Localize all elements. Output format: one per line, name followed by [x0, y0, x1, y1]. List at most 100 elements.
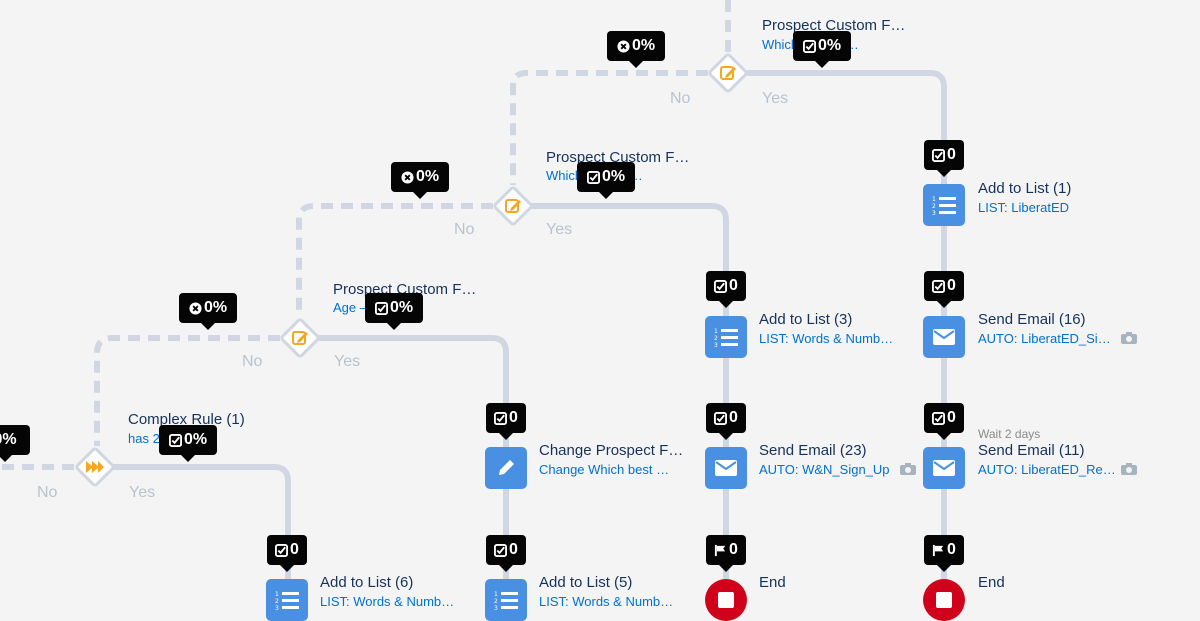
- end-stat-badge[interactable]: 0: [924, 535, 964, 572]
- email-icon: [715, 460, 737, 476]
- no-stat-badge[interactable]: 0%: [179, 293, 237, 330]
- check-box-icon: [586, 170, 600, 184]
- svg-text:1: 1: [932, 196, 936, 203]
- list-icon: 123: [494, 591, 518, 611]
- svg-text:3: 3: [714, 342, 718, 348]
- end-stat-value: 0: [947, 541, 956, 558]
- yes-branch-label: Yes: [334, 353, 361, 370]
- action-stat-value: 0: [509, 541, 518, 558]
- end-stat-value: 0: [729, 541, 738, 558]
- action-subtitle: LIST: Words & Numb…: [539, 594, 674, 609]
- action-title[interactable]: Change Prospect F…: [539, 442, 684, 459]
- change-prospect-field-action[interactable]: [485, 447, 527, 489]
- end-stat-badge[interactable]: 0: [706, 535, 746, 572]
- list-icon: 123: [714, 328, 738, 348]
- check-box-icon: [374, 301, 388, 315]
- no-stat-value: 0%: [0, 431, 17, 448]
- check-box-icon: [494, 543, 508, 557]
- rule-title[interactable]: Prospect Custom F…: [546, 149, 690, 166]
- no-stat-badge[interactable]: 0%: [607, 31, 665, 68]
- action-title[interactable]: Add to List (5): [539, 574, 633, 591]
- yes-branch-label: Yes: [762, 90, 789, 107]
- action-subtitle: AUTO: LiberatED_Si…: [978, 331, 1111, 346]
- send-email-action[interactable]: [923, 447, 965, 489]
- action-stat-value: 0: [729, 277, 738, 294]
- action-title[interactable]: Add to List (6): [320, 574, 414, 591]
- send-email-action[interactable]: [923, 316, 965, 358]
- action-stat-value: 0: [947, 146, 956, 163]
- send-email-action[interactable]: [705, 447, 747, 489]
- action-subtitle: AUTO: W&N_Sign_Up: [759, 462, 890, 477]
- action-stat-value: 0: [509, 409, 518, 426]
- action-stat-badge[interactable]: 0: [706, 403, 746, 440]
- yes-stat-badge[interactable]: 0%: [159, 425, 217, 462]
- action-stat-badge[interactable]: 0: [486, 535, 526, 572]
- action-title[interactable]: Add to List (3): [759, 311, 853, 328]
- action-subtitle: AUTO: LiberatED_Re…: [978, 462, 1116, 477]
- list-icon: 123: [932, 196, 956, 216]
- no-stat-badge[interactable]: 0%: [391, 162, 449, 199]
- svg-text:1: 1: [494, 591, 498, 598]
- action-stat-badge[interactable]: 0: [924, 271, 964, 308]
- yes-stat-value: 0%: [183, 431, 208, 448]
- yes-branch-label: Yes: [546, 221, 573, 238]
- edit-rule-icon: [720, 66, 736, 80]
- yes-stat-badge[interactable]: 0%: [577, 162, 635, 199]
- action-stat-badge[interactable]: 0: [706, 271, 746, 308]
- yes-stat-value: 0%: [817, 37, 842, 54]
- camera-icon[interactable]: [1121, 332, 1137, 344]
- action-subtitle: LIST: Words & Numb…: [759, 331, 894, 346]
- svg-text:1: 1: [714, 328, 718, 335]
- no-branch-label: No: [670, 90, 691, 107]
- action-stat-badge[interactable]: 0: [924, 140, 964, 177]
- no-branch-label: No: [37, 484, 58, 501]
- action-title[interactable]: Send Email (23): [759, 442, 867, 459]
- flag-icon: [714, 544, 726, 556]
- action-stat-badge[interactable]: 0: [924, 403, 964, 440]
- rule-subtitle: Age –: [333, 300, 367, 315]
- action-title[interactable]: Send Email (11): [978, 442, 1085, 459]
- no-branch-label: No: [454, 221, 475, 238]
- x-circle-icon: [617, 39, 630, 53]
- svg-text:3: 3: [494, 605, 498, 611]
- list-icon: 123: [275, 591, 299, 611]
- email-icon: [933, 460, 955, 476]
- action-stat-value: 0: [729, 409, 738, 426]
- complex-rule-icon: [86, 461, 104, 473]
- yes-stat-value: 0%: [389, 299, 414, 316]
- end-stop-icon[interactable]: [705, 579, 747, 621]
- end-label: End: [978, 574, 1005, 591]
- yes-stat-badge[interactable]: 0%: [365, 293, 423, 330]
- end-stop-icon[interactable]: [923, 579, 965, 621]
- action-stat-badge[interactable]: 0: [267, 535, 307, 572]
- check-box-icon: [932, 411, 946, 425]
- rule-title[interactable]: Prospect Custom F…: [762, 17, 906, 34]
- check-box-icon: [714, 411, 728, 425]
- action-title[interactable]: Add to List (1): [978, 180, 1072, 197]
- action-stat-badge[interactable]: 0: [486, 403, 526, 440]
- check-box-icon: [802, 39, 816, 53]
- svg-text:2: 2: [494, 598, 498, 605]
- no-stat-value: 0%: [203, 299, 228, 316]
- check-box-icon: [932, 148, 946, 162]
- svg-text:2: 2: [714, 335, 718, 342]
- camera-icon[interactable]: [1121, 463, 1137, 475]
- no-stat-value: 0%: [631, 37, 656, 54]
- no-stat-badge[interactable]: 0%: [0, 425, 30, 462]
- no-branch-label: No: [242, 353, 263, 370]
- check-box-icon: [494, 411, 508, 425]
- pencil-icon: [499, 460, 514, 475]
- yes-branch-label: Yes: [129, 484, 156, 501]
- action-subtitle: LIST: LiberatED: [978, 200, 1070, 215]
- action-stat-value: 0: [947, 409, 956, 426]
- camera-icon[interactable]: [900, 463, 916, 475]
- action-title[interactable]: Send Email (16): [978, 311, 1086, 328]
- rule-title[interactable]: Complex Rule (1): [128, 411, 245, 428]
- yes-stat-badge[interactable]: 0%: [793, 31, 851, 68]
- check-box-icon: [275, 543, 289, 557]
